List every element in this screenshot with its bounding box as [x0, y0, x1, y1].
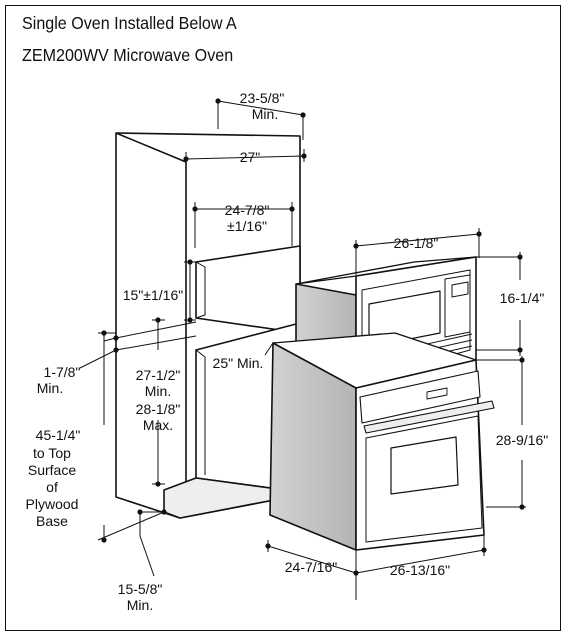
- dimension-labels: 23-5/8" Min. 27" 24-7/8" ±1/16" 15"±1/16…: [26, 90, 549, 613]
- microwave-window: [368, 290, 441, 348]
- oven-handle: [363, 400, 495, 434]
- oven-control-panel: [359, 370, 481, 424]
- microwave-control-panel: [444, 274, 471, 338]
- lower-cutout-inner: [195, 349, 206, 475]
- label-side-gap-note: Min.: [37, 380, 63, 396]
- label-base-note-1: to Top: [33, 445, 71, 461]
- label-base-height: 45-1/4": [36, 427, 81, 443]
- label-base-note-5: Base: [36, 513, 68, 529]
- label-oven-width: 26-13/16": [390, 562, 450, 578]
- label-upper-cutout-height: 15"±1/16": [123, 287, 183, 303]
- oven-window: [390, 436, 459, 495]
- label-base-note-3: of: [46, 479, 58, 495]
- label-micro-height: 16-1/4": [500, 290, 545, 306]
- label-lower-height-max: 28-1/8": [136, 401, 181, 417]
- label-oven-depth: 24-7/16": [285, 559, 337, 575]
- label-cab-top-depth: 23-5/8": [240, 90, 285, 106]
- label-cab-top-depth-note: Min.: [252, 106, 278, 122]
- label-bottom-depth: 15-5/8": [118, 581, 163, 597]
- label-lower-height-max-note: Max.: [143, 417, 173, 433]
- upper-cutout-inner: [195, 261, 206, 319]
- title-line-2: ZEM200WV Microwave Oven: [22, 45, 234, 65]
- dimension-lines: [79, 100, 526, 600]
- label-cab-width: 27": [240, 149, 261, 165]
- label-lower-height-min: 27-1/2": [136, 367, 181, 383]
- label-base-note-2: Surface: [28, 462, 76, 478]
- label-side-gap: 1-7/8": [44, 364, 81, 380]
- dimension-dots: [101, 98, 525, 576]
- label-bottom-depth-note: Min.: [127, 597, 153, 613]
- label-cutout-width: 24-7/8": [225, 202, 270, 218]
- title-line-1: Single Oven Installed Below A: [22, 13, 237, 33]
- upper-cutout: [195, 245, 301, 334]
- label-cutout-width-tol: ±1/16": [227, 218, 267, 234]
- label-base-note-4: Plywood: [26, 496, 79, 512]
- label-oven-height: 28-9/16": [496, 432, 548, 448]
- label-lower-height-min-note: Min.: [145, 383, 171, 399]
- label-micro-clear-depth: 25" Min.: [213, 355, 264, 371]
- label-micro-width: 26-1/8": [394, 235, 439, 251]
- oven-display: [426, 387, 448, 400]
- microwave-handle: [451, 281, 469, 298]
- oven-door: [365, 415, 483, 543]
- wall-oven: [269, 332, 495, 551]
